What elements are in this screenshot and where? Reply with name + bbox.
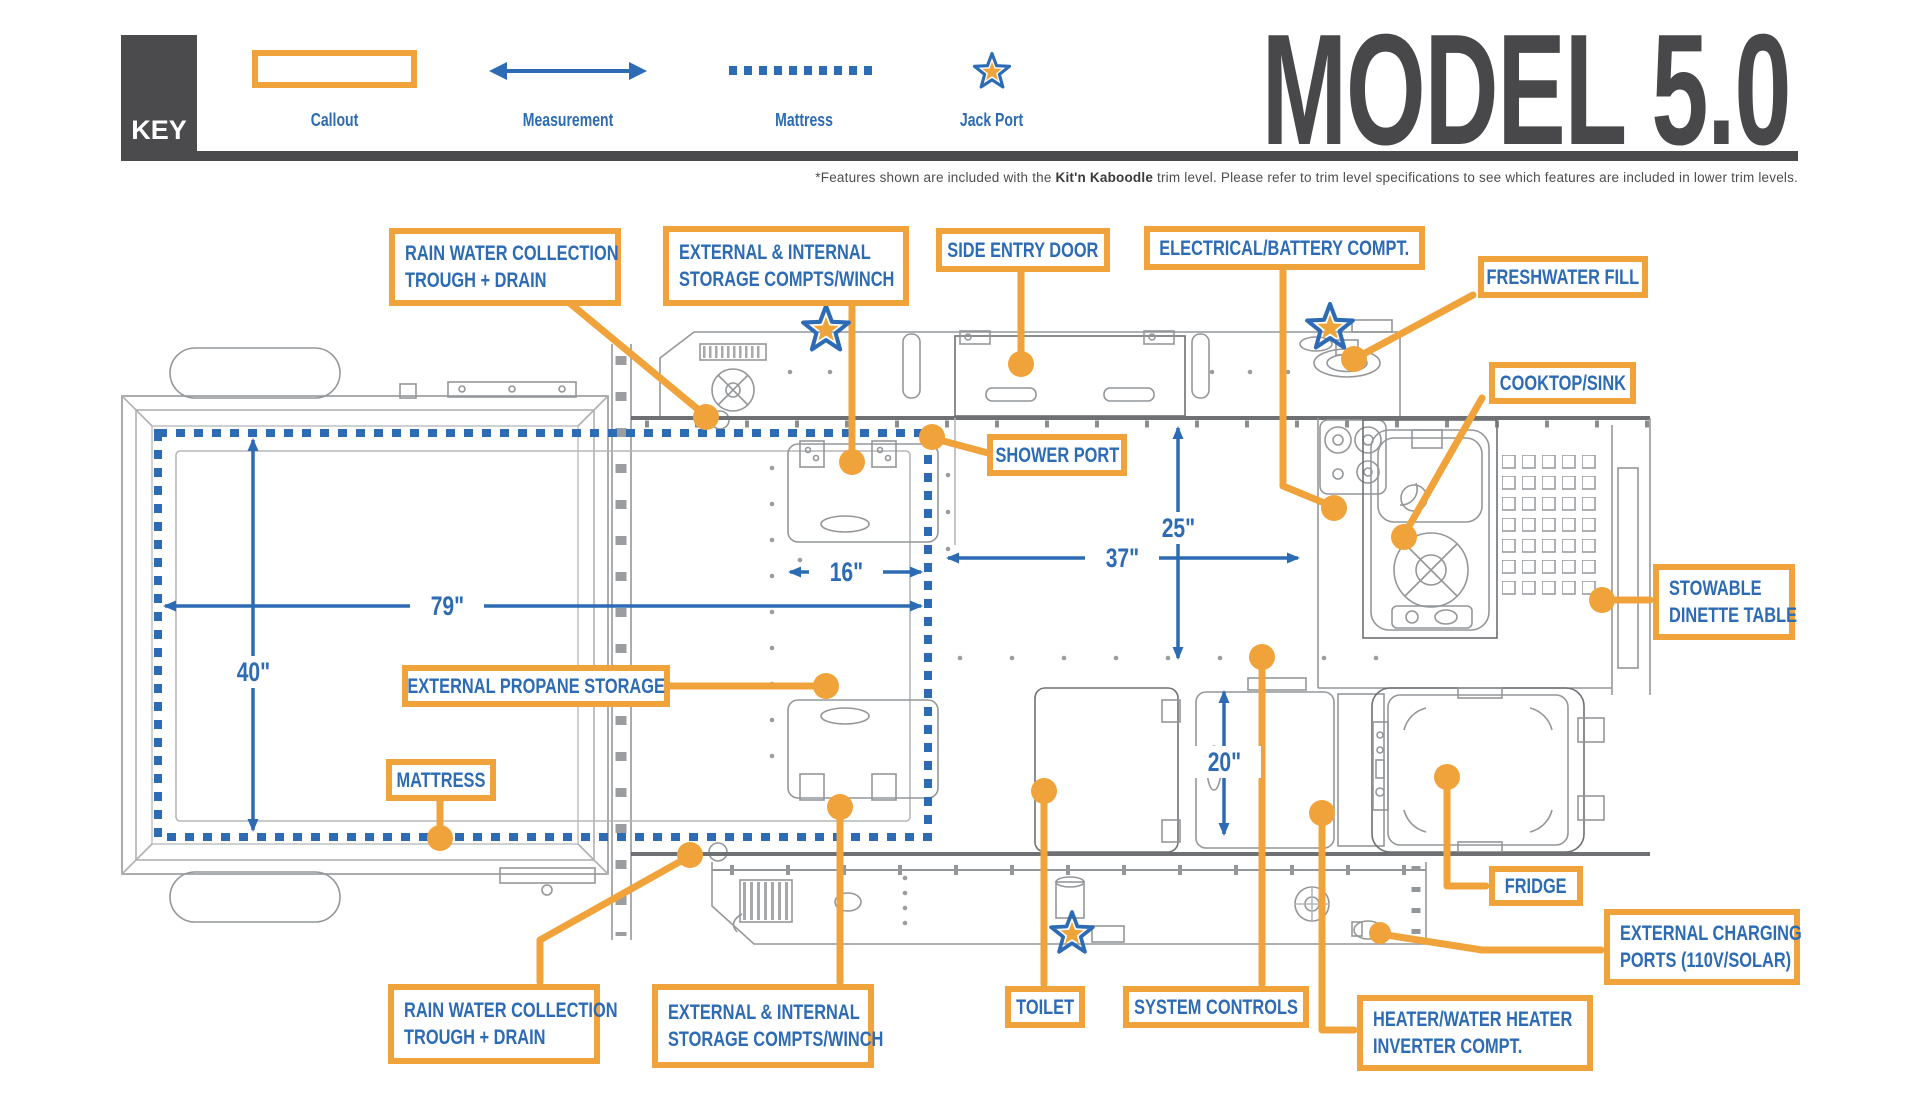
legend-jack-port-star-icon bbox=[972, 51, 1012, 89]
callout-rain-water-collection-top: RAIN WATER COLLECTION TROUGH + DRAIN bbox=[389, 228, 621, 306]
trim-disclaimer: *Features shown are included with the Ki… bbox=[815, 170, 1798, 185]
trailer-linework bbox=[121, 319, 1651, 945]
callout-external-charging-ports: EXTERNAL CHARGING PORTS (110V/SOLAR) bbox=[1604, 909, 1802, 985]
measurement-compartment-width: 20" bbox=[1187, 746, 1261, 778]
legend-label-mattress: Mattress bbox=[775, 110, 833, 130]
legend-callout-swatch bbox=[252, 50, 417, 88]
callout-shower-port: SHOWER PORT bbox=[987, 434, 1127, 476]
callout-side-entry-door: SIDE ENTRY DOOR bbox=[936, 228, 1110, 272]
legend-mattress-line-icon bbox=[729, 66, 879, 75]
callout-anchor-dots bbox=[427, 346, 1615, 944]
callout-rain-water-collection-bottom: RAIN WATER COLLECTION TROUGH + DRAIN bbox=[388, 984, 618, 1064]
callout-toilet: TOILET bbox=[1005, 986, 1085, 1028]
measurement-bed-length: 79" bbox=[410, 590, 484, 622]
legend-label-callout: Callout bbox=[310, 110, 358, 130]
measurement-galley-width: 37" bbox=[1085, 542, 1159, 574]
measurement-body-depth: 25" bbox=[1141, 512, 1215, 544]
measurement-bed-width: 40" bbox=[216, 656, 290, 688]
legend-measurement-arrow-icon bbox=[489, 62, 647, 80]
legend-label-measurement: Measurement bbox=[522, 110, 614, 130]
callout-heater-water-heater-inverter: HEATER/WATER HEATER INVERTER COMPT. bbox=[1357, 995, 1593, 1071]
callout-system-controls: SYSTEM CONTROLS bbox=[1123, 986, 1309, 1028]
callout-mattress: MATTRESS bbox=[386, 759, 496, 801]
callout-storage-compts-winch-bottom: EXTERNAL & INTERNAL STORAGE COMPTS/WINCH bbox=[652, 984, 883, 1068]
legend-label-jack-port: Jack Port bbox=[960, 110, 1024, 130]
callout-freshwater-fill: FRESHWATER FILL bbox=[1478, 256, 1648, 298]
callout-storage-compts-winch-top: EXTERNAL & INTERNAL STORAGE COMPTS/WINCH bbox=[663, 226, 909, 306]
key-header-box: KEY bbox=[121, 35, 197, 160]
callout-cooktop-sink: COOKTOP/SINK bbox=[1489, 362, 1636, 404]
measurement-storage-depth: 16" bbox=[809, 556, 883, 588]
mattress-dashed-outline bbox=[154, 429, 932, 841]
callout-electrical-battery-compt: ELECTRICAL/BATTERY COMPT. bbox=[1144, 226, 1425, 270]
callout-stowable-dinette-table: STOWABLE DINETTE TABLE bbox=[1653, 564, 1797, 640]
key-label: KEY bbox=[131, 115, 187, 145]
header-divider-bar bbox=[121, 151, 1798, 161]
callout-fridge: FRIDGE bbox=[1489, 866, 1583, 906]
page-title: MODEL 5.0 bbox=[1261, 2, 1791, 178]
measurement-arrows bbox=[163, 426, 1300, 836]
callout-external-propane-storage: EXTERNAL PROPANE STORAGE bbox=[402, 665, 670, 707]
